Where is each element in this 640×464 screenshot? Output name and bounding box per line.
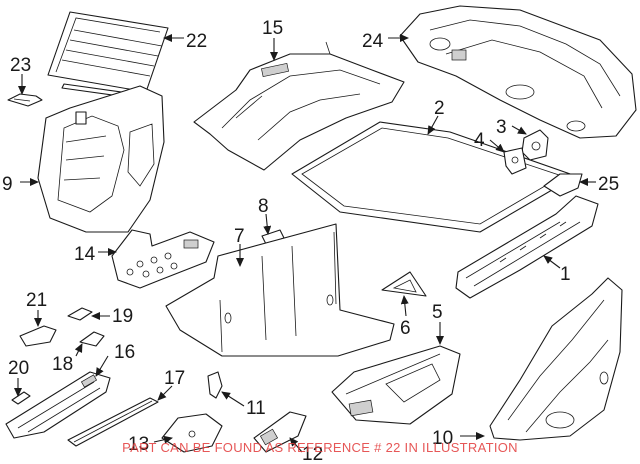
callout-10: 10 [432,428,453,449]
callout-23: 23 [10,55,31,76]
callout-13: 13 [128,434,149,455]
trim-strip-17 [67,397,159,447]
bracket-4 [503,147,527,175]
callout-8: 8 [258,196,269,217]
triangle-pad-6 [381,271,427,297]
sill-trim-1 [455,195,599,299]
callout-16: 16 [114,342,135,363]
sill-strip-16 [5,371,111,439]
callout-6: 6 [400,318,411,339]
block-12 [253,411,307,453]
bracket-13 [161,413,223,453]
carpet-15 [193,41,405,171]
callout-1: 1 [560,264,571,285]
pad-19 [67,307,93,321]
bracket-14 [111,229,215,289]
clip-11 [207,371,223,399]
callout-12: 12 [302,444,323,464]
callout-7: 7 [234,226,245,247]
callout-9: 9 [2,174,13,195]
callout-22: 22 [186,31,207,52]
callout-14: 14 [74,244,96,265]
storage-tray-5 [331,345,461,425]
cargo-cover-22 [47,11,169,101]
callout-18: 18 [52,354,73,375]
callout-25: 25 [598,174,619,195]
bracket-3 [521,129,549,161]
leader-lines [14,34,596,453]
clip-23 [7,93,43,107]
callout-19: 19 [112,306,133,327]
callout-20: 20 [8,358,29,379]
side-trim-panel-10 [489,277,623,441]
callout-4: 4 [474,130,485,151]
insulation-24 [399,5,637,139]
reference-watermark: PART CAN BE FOUND AS REFERENCE # 22 IN I… [122,440,518,455]
callout-17: 17 [164,368,185,389]
pad-18 [79,331,105,347]
floor-panel-7 [165,223,395,357]
clip-20 [11,391,31,405]
callout-15: 15 [262,18,283,39]
callout-numbers: 22 23 15 24 2 3 4 9 25 8 7 14 1 6 5 21 1… [2,18,619,464]
callout-21: 21 [26,290,47,311]
callout-11: 11 [246,398,266,419]
callout-3: 3 [496,117,507,138]
callout-24: 24 [362,31,384,52]
callout-2: 2 [434,98,445,119]
side-trim-panel-9 [37,85,165,233]
pad-21 [19,325,57,347]
callout-5: 5 [432,302,443,323]
